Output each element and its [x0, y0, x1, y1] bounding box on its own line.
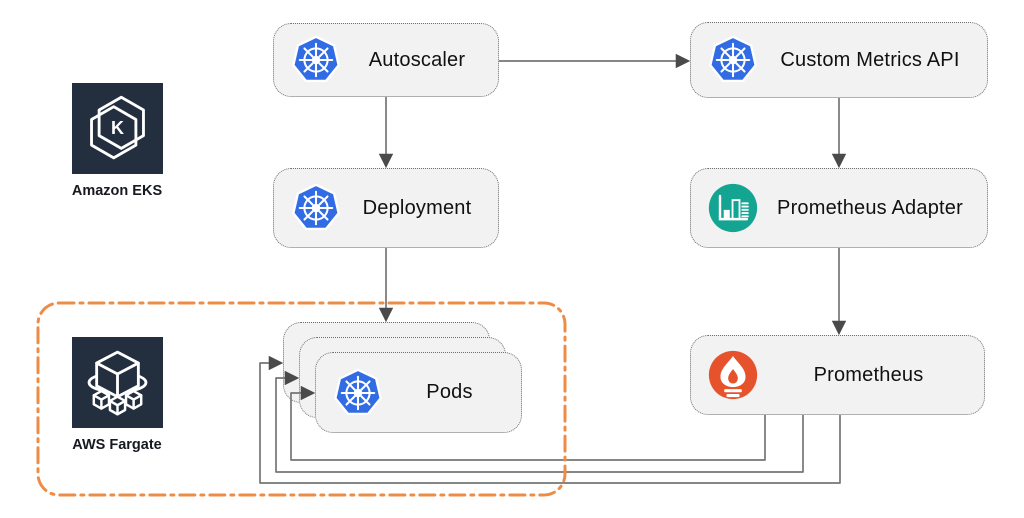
node-prometheus-adapter: Prometheus Adapter: [690, 168, 988, 248]
node-prometheus-adapter-label: Prometheus Adapter: [777, 196, 963, 219]
node-prometheus: Prometheus: [690, 335, 985, 415]
node-deployment-label: Deployment: [362, 196, 472, 219]
node-autoscaler: Autoscaler: [273, 23, 499, 97]
node-prometheus-label: Prometheus: [813, 363, 924, 386]
node-deployment: Deployment: [273, 168, 499, 248]
node-custom-metrics-api-label: Custom Metrics API: [780, 48, 960, 71]
amazon-eks-label: Amazon EKS: [71, 183, 163, 199]
metrics-chart-icon: [707, 182, 759, 234]
aws-fargate-badge: AWS Fargate: [66, 337, 168, 453]
node-custom-metrics-api: Custom Metrics API: [690, 22, 988, 98]
kubernetes-icon: [332, 367, 384, 419]
kubernetes-icon: [707, 34, 759, 86]
amazon-eks-badge: Amazon EKS: [66, 83, 168, 199]
node-pods: Pods: [315, 352, 522, 433]
node-pods-label: Pods: [426, 381, 473, 403]
aws-fargate-icon: [72, 337, 163, 428]
kubernetes-icon: [290, 34, 342, 86]
node-autoscaler-label: Autoscaler: [368, 48, 466, 71]
node-pods-stack: Pods: [283, 322, 523, 434]
prometheus-flame-icon: [707, 349, 759, 401]
kubernetes-icon: [290, 182, 342, 234]
amazon-eks-icon: [72, 83, 163, 174]
aws-fargate-label: AWS Fargate: [72, 437, 162, 453]
